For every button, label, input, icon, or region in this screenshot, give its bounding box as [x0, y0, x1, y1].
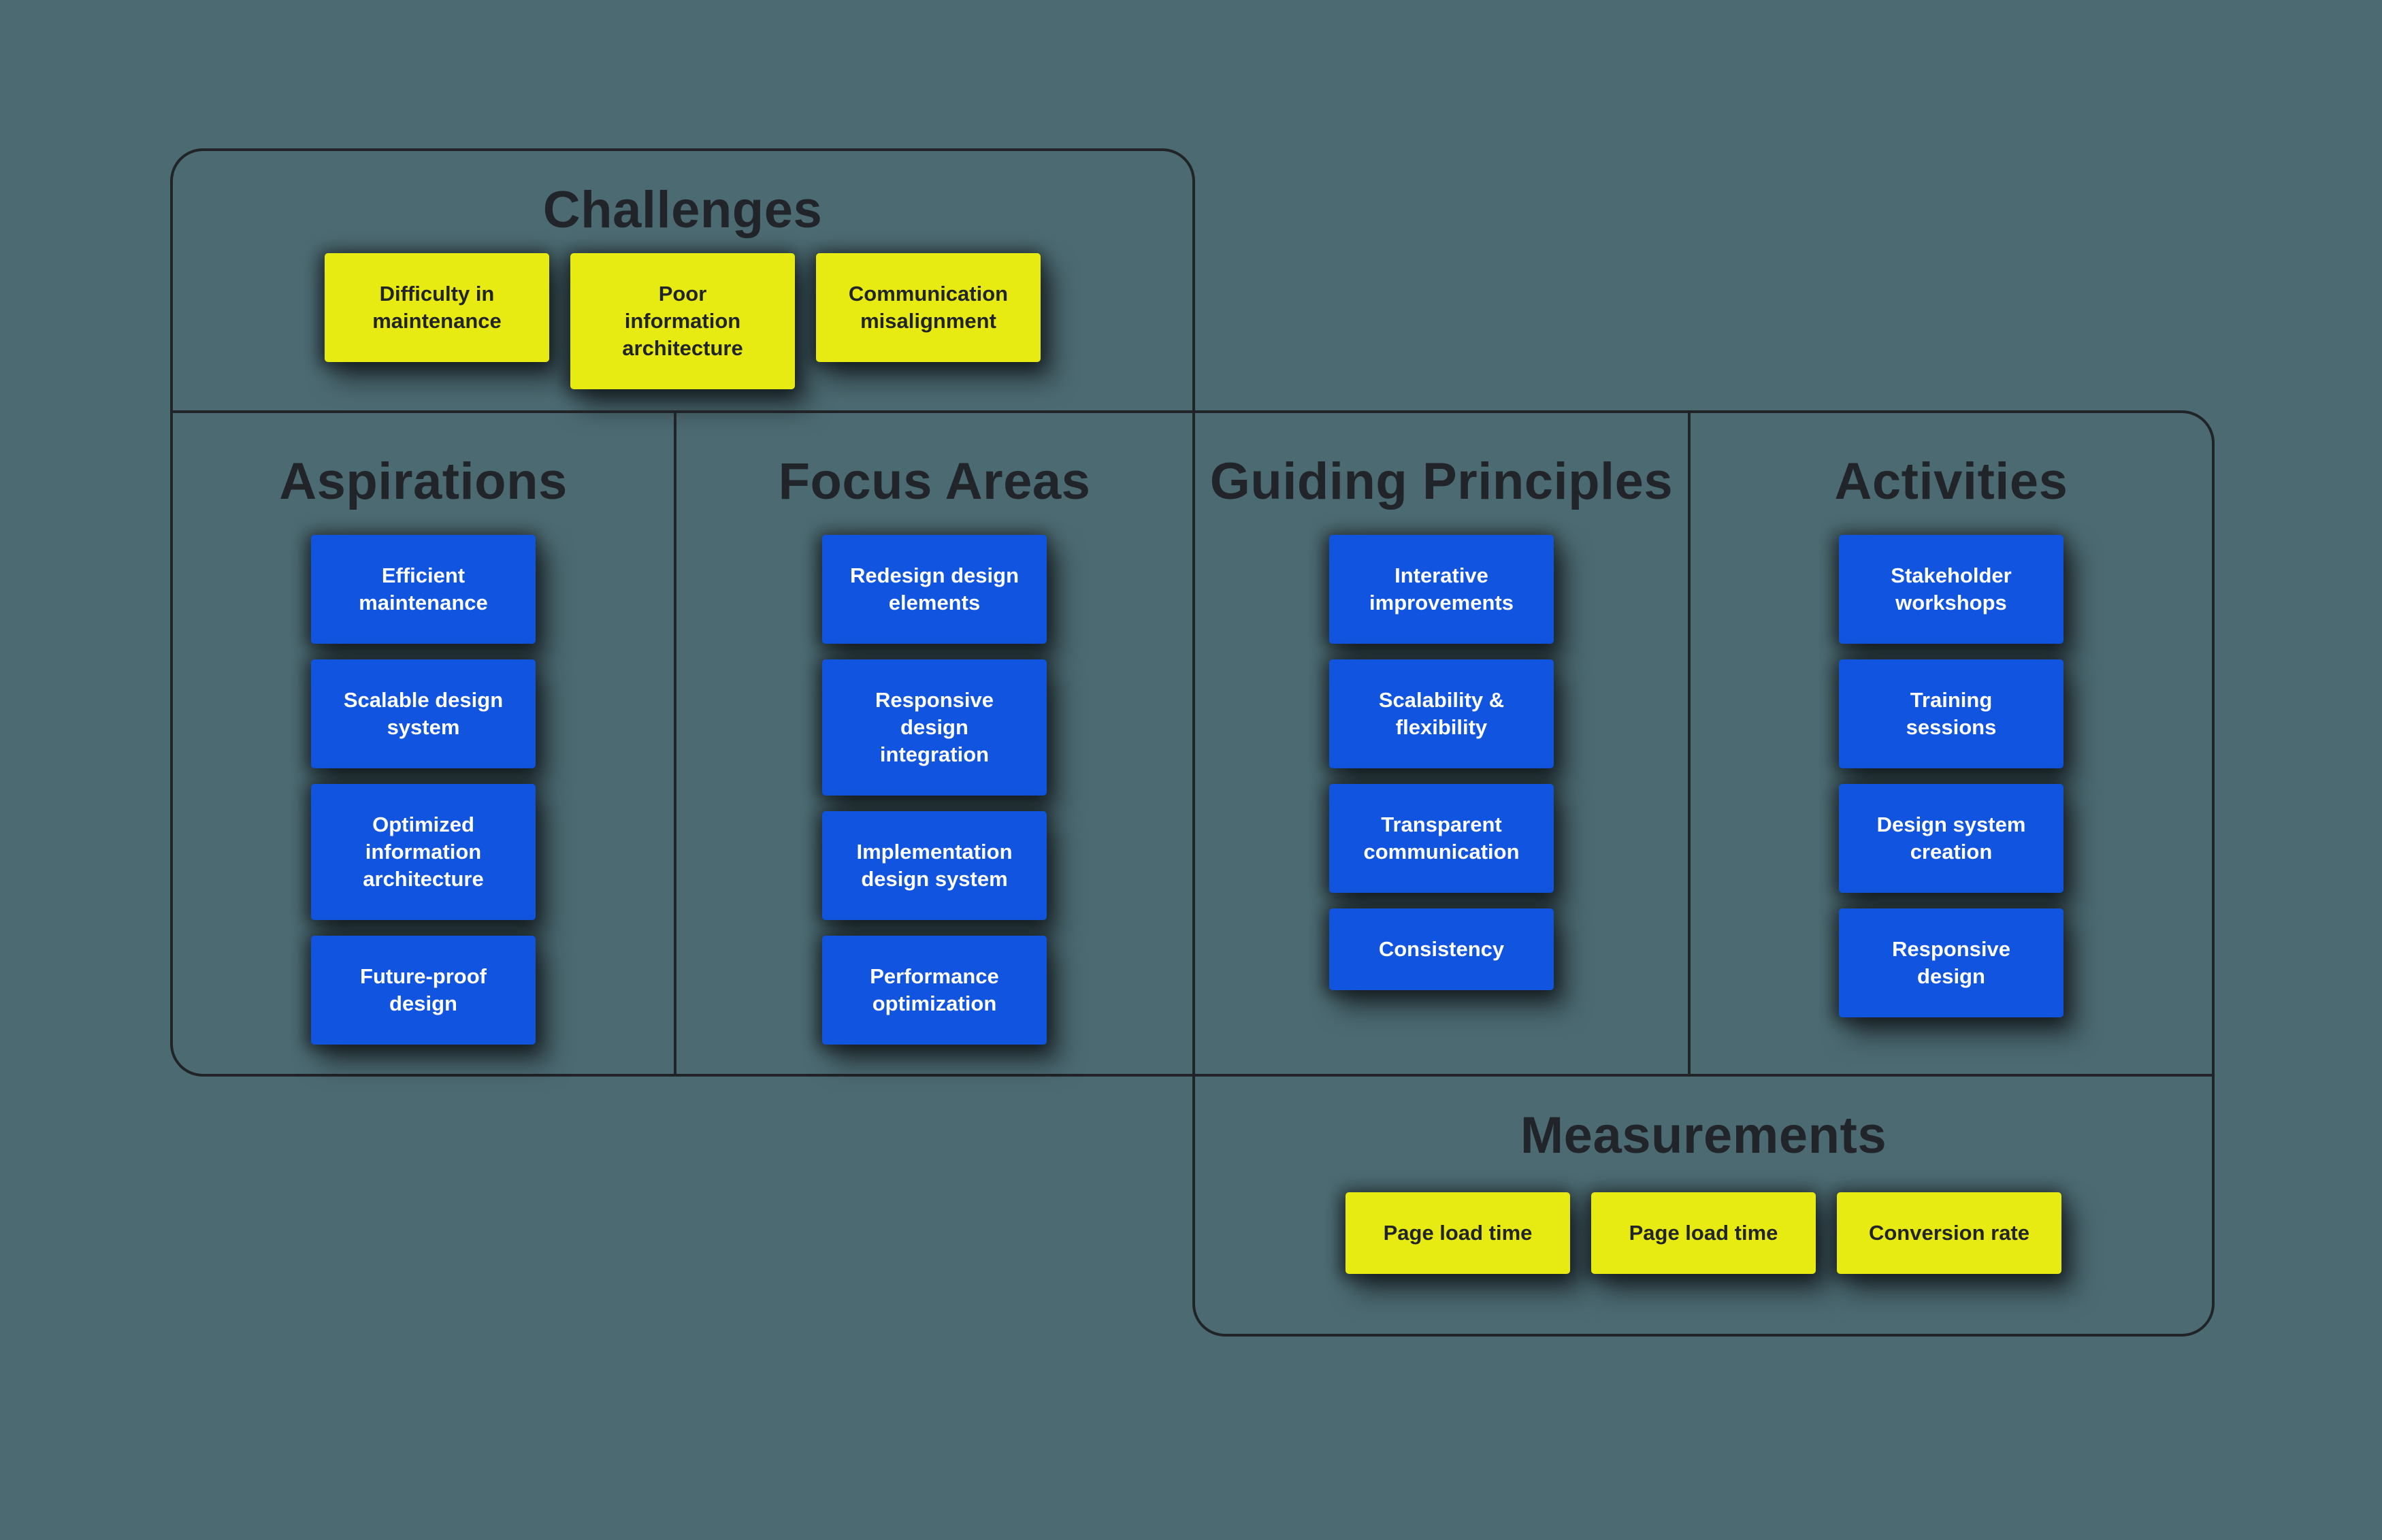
- guiding-principles-cards: Interative improvements Scalability & fl…: [1195, 535, 1688, 990]
- card-consistency[interactable]: Consistency: [1329, 908, 1554, 990]
- card-efficient-maintenance[interactable]: Efficient maintenance: [311, 535, 536, 644]
- card-design-system-creation[interactable]: Design system creation: [1839, 784, 2063, 893]
- challenges-cards-row: Difficulty in maintenance Poor informati…: [173, 253, 1192, 389]
- section-title-aspirations: Aspirations: [279, 453, 568, 510]
- card-scalability-flexibility[interactable]: Scalability & flexibility: [1329, 659, 1554, 768]
- card-interative-improvements[interactable]: Interative improvements: [1329, 535, 1554, 644]
- measurements-cards-row: Page load time Page load time Conversion…: [1195, 1192, 2212, 1274]
- card-page-load-time-2[interactable]: Page load time: [1591, 1192, 1816, 1274]
- section-title-challenges: Challenges: [542, 181, 823, 239]
- card-page-load-time-1[interactable]: Page load time: [1345, 1192, 1570, 1274]
- section-title-activities: Activities: [1834, 453, 2068, 510]
- column-guiding-principles: Guiding Principles Interative improvemen…: [1195, 413, 1691, 1074]
- card-difficulty-in-maintenance[interactable]: Difficulty in maintenance: [325, 253, 549, 362]
- aspirations-cards: Efficient maintenance Scalable design sy…: [173, 535, 674, 1045]
- card-conversion-rate[interactable]: Conversion rate: [1837, 1192, 2061, 1274]
- column-focus-areas: Focus Areas Redesign design elements Res…: [676, 413, 1192, 1074]
- card-scalable-design-system[interactable]: Scalable design system: [311, 659, 536, 768]
- card-performance-optimization[interactable]: Performance optimization: [822, 936, 1047, 1045]
- column-activities: Activities Stakeholder workshops Trainin…: [1691, 413, 2212, 1074]
- card-training-sessions[interactable]: Training sessions: [1839, 659, 2063, 768]
- card-stakeholder-workshops[interactable]: Stakeholder workshops: [1839, 535, 2063, 644]
- card-future-proof-design[interactable]: Future-proof design: [311, 936, 536, 1045]
- focus-areas-cards: Redesign design elements Responsive desi…: [676, 535, 1192, 1045]
- panel-measurements: Measurements Page load time Page load ti…: [1192, 1074, 2215, 1337]
- column-aspirations: Aspirations Efficient maintenance Scalab…: [173, 413, 676, 1074]
- card-implementation-design-system[interactable]: Implementation design system: [822, 811, 1047, 920]
- card-responsive-design[interactable]: Responsive design: [1839, 908, 2063, 1017]
- activities-cards: Stakeholder workshops Training sessions …: [1691, 535, 2212, 1017]
- card-responsive-design-integration[interactable]: Responsive design integration: [822, 659, 1047, 796]
- panel-right-main: Guiding Principles Interative improvemen…: [1192, 410, 2215, 1077]
- panel-left-main: Aspirations Efficient maintenance Scalab…: [170, 410, 1195, 1077]
- card-poor-information-architecture[interactable]: Poor information architecture: [570, 253, 795, 389]
- section-title-measurements: Measurements: [1520, 1107, 1887, 1164]
- card-communication-misalignment[interactable]: Communication misalignment: [816, 253, 1041, 362]
- card-redesign-design-elements[interactable]: Redesign design elements: [822, 535, 1047, 644]
- panel-challenges: Challenges Difficulty in maintenance Poo…: [170, 148, 1195, 413]
- section-title-focus-areas: Focus Areas: [778, 453, 1091, 510]
- card-transparent-communication[interactable]: Transparent communication: [1329, 784, 1554, 893]
- section-title-guiding-principles: Guiding Principles: [1209, 453, 1674, 510]
- card-optimized-information-architecture[interactable]: Optimized information architecture: [311, 784, 536, 920]
